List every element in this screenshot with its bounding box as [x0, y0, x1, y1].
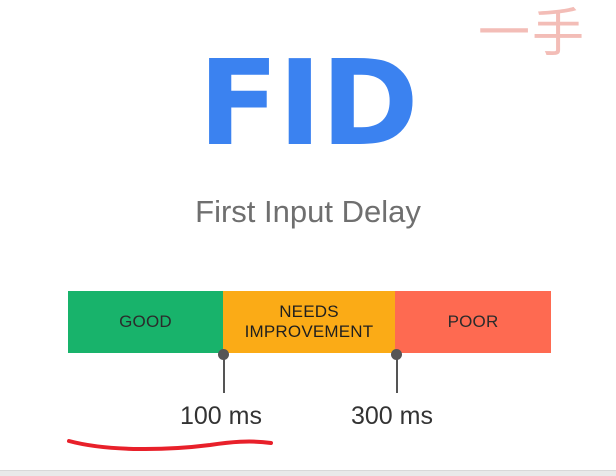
- segment-needs-line1: NEEDS: [279, 301, 339, 321]
- watermark-text: 一手: [478, 4, 587, 64]
- underline-stroke: [67, 439, 273, 451]
- threshold-marker-line-100: [223, 353, 225, 393]
- segment-needs-line2: IMPROVEMENT: [244, 322, 374, 341]
- page-subtitle: First Input Delay: [195, 194, 421, 229]
- threshold-marker-line-300: [396, 353, 398, 393]
- threshold-scale-bar: GOOD NEEDS IMPROVEMENT POOR: [68, 291, 551, 353]
- threshold-label-100: 100 ms: [180, 402, 262, 430]
- threshold-label-300: 300 ms: [351, 402, 433, 430]
- segment-poor: POOR: [395, 291, 551, 353]
- segment-needs-improvement: NEEDS IMPROVEMENT: [223, 291, 395, 353]
- segment-good: GOOD: [68, 291, 223, 353]
- page-title: FID: [198, 34, 418, 172]
